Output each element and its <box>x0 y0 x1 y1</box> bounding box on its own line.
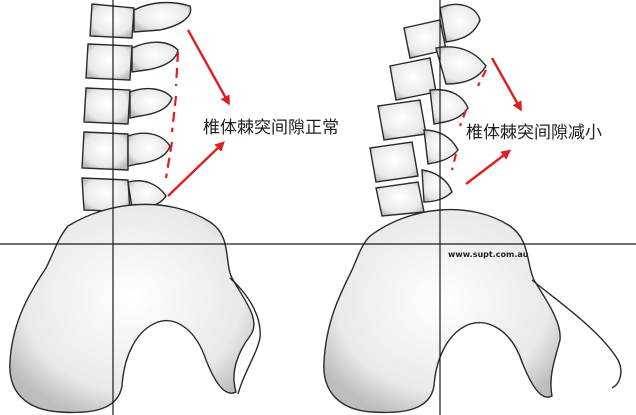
right-arrows <box>465 57 522 185</box>
right-process-4 <box>423 129 459 165</box>
left-caption: 椎体棘突间隙正常 <box>203 118 339 138</box>
left-arrows <box>167 29 230 197</box>
left-vertebra-3 <box>83 87 131 125</box>
left-vertebra-1 <box>89 3 135 39</box>
right-process-5 <box>421 169 453 203</box>
right-vertebra-5 <box>375 181 425 217</box>
watermark: www.supt.com.au <box>448 250 529 259</box>
right-process-1 <box>439 3 481 43</box>
left-arrow-up <box>167 141 225 197</box>
left-vertebra-2 <box>85 43 133 81</box>
left-arrow-down <box>186 29 230 106</box>
left-spine <box>9 1 261 414</box>
right-pelvis <box>323 208 561 414</box>
right-vertebra-4 <box>369 141 419 183</box>
right-gap-markers <box>450 69 487 171</box>
right-arrow-down <box>490 57 522 112</box>
right-vertebra-2 <box>389 57 437 101</box>
left-process-4 <box>127 132 171 167</box>
right-process-3 <box>429 88 469 125</box>
right-spine <box>323 3 622 414</box>
right-process-2 <box>435 46 487 85</box>
left-vertebra-4 <box>81 131 129 171</box>
left-process-3 <box>129 87 173 119</box>
right-arrow-up <box>465 149 512 185</box>
left-pelvis <box>9 203 255 414</box>
left-gap-markers <box>164 51 180 179</box>
right-vertebra-3 <box>377 99 427 141</box>
left-process-2 <box>131 41 179 73</box>
right-caption: 椎体棘突间隙减小 <box>466 123 602 143</box>
right-iliac-wing <box>531 279 622 389</box>
left-process-1 <box>133 1 192 33</box>
left-iliac-wing <box>229 277 261 395</box>
